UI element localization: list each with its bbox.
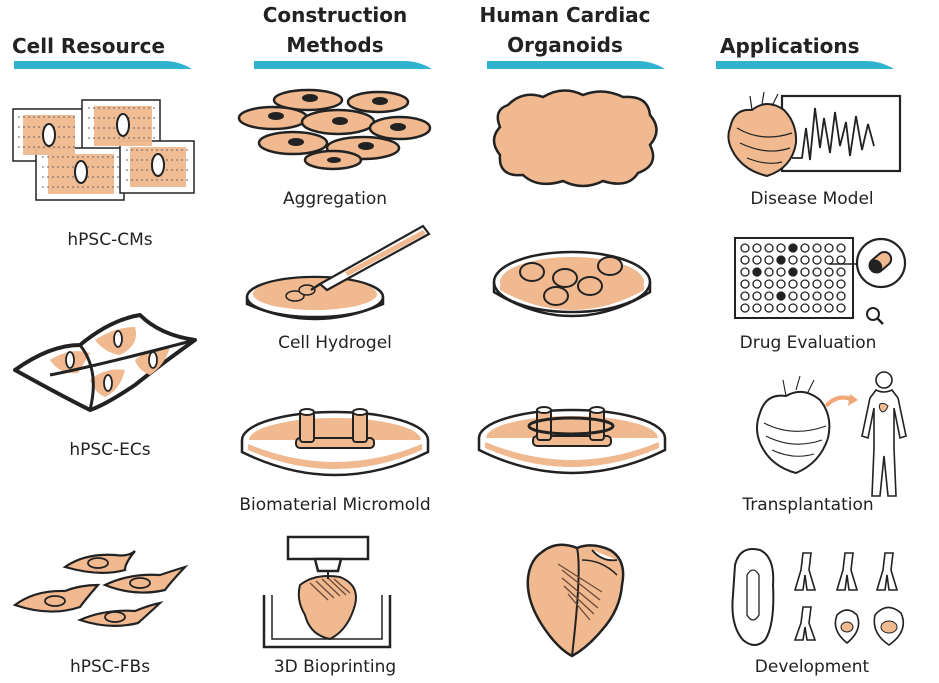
- cell-aggregate-icon: [237, 88, 432, 171]
- well: [752, 243, 762, 253]
- ecg-heart-icon: [727, 91, 902, 178]
- well: [788, 303, 798, 313]
- well: [740, 255, 750, 265]
- well: [812, 243, 822, 253]
- label-aggregation: Aggregation: [282, 189, 388, 209]
- header-organoids-line2: Organoids: [507, 33, 623, 57]
- label-hpsc-ecs: hPSC-ECs: [69, 440, 151, 460]
- well: [824, 243, 834, 253]
- label-disease-model: Disease Model: [750, 189, 874, 209]
- bioprinter-icon: [262, 535, 392, 649]
- well: [752, 255, 762, 265]
- well: [812, 279, 822, 289]
- well: [800, 279, 810, 289]
- well: [812, 267, 822, 277]
- well: [752, 267, 762, 277]
- accent-bar-organoids: [487, 61, 665, 69]
- accent-bar-cell-resource: [14, 61, 192, 69]
- well: [764, 255, 774, 265]
- header-construction-line1: Construction: [262, 3, 408, 27]
- well: [776, 291, 786, 301]
- well: [788, 267, 798, 277]
- label-transplantation: Transplantation: [742, 495, 874, 515]
- well: [836, 243, 846, 253]
- label-biomaterial-micromold: Biomaterial Micromold: [239, 495, 431, 515]
- well: [740, 279, 750, 289]
- label-development: Development: [754, 657, 870, 677]
- well: [788, 291, 798, 301]
- header-organoids-line1: Human Cardiac: [479, 3, 651, 27]
- well: [824, 267, 834, 277]
- heart-organoid-icon: [526, 543, 625, 658]
- well: [740, 291, 750, 301]
- header-human-cardiac-organoids: Human Cardiac Organoids: [465, 0, 665, 60]
- well: [800, 267, 810, 277]
- well: [812, 303, 822, 313]
- label-cell-hydrogel: Cell Hydrogel: [278, 333, 392, 353]
- heart-to-body-icon: [756, 371, 907, 497]
- well: [740, 267, 750, 277]
- organoid-spheroid-icon: [492, 89, 658, 188]
- well: [824, 255, 834, 265]
- well: [836, 279, 846, 289]
- header-applications-text: Applications: [720, 34, 860, 58]
- well: [800, 291, 810, 301]
- well: [776, 255, 786, 265]
- well: [764, 291, 774, 301]
- pipette-dish-icon: [245, 224, 431, 321]
- well: [752, 303, 762, 313]
- header-construction-methods: Construction Methods: [235, 0, 435, 60]
- well: [788, 255, 798, 265]
- well: [812, 291, 822, 301]
- well: [836, 255, 846, 265]
- well: [800, 303, 810, 313]
- well: [788, 243, 798, 253]
- fibroblast-cells-icon: [12, 550, 189, 627]
- well: [764, 243, 774, 253]
- well: [776, 267, 786, 277]
- well: [764, 267, 774, 277]
- well: [800, 243, 810, 253]
- well: [776, 279, 786, 289]
- embryo-stages-icon: [731, 548, 905, 646]
- header-cell-resource-text: Cell Resource: [12, 34, 166, 58]
- micromold-organoid-icon: [477, 406, 667, 475]
- well: [752, 291, 762, 301]
- accent-bar-construction: [254, 61, 432, 69]
- drug-plate-icon: [734, 237, 907, 325]
- hydrogel-organoids-icon: [492, 250, 652, 318]
- label-hpsc-cms: hPSC-CMs: [67, 230, 153, 250]
- endothelial-sheet-icon: [13, 313, 197, 412]
- well: [752, 279, 762, 289]
- well: [788, 279, 798, 289]
- well: [836, 291, 846, 301]
- well: [764, 279, 774, 289]
- label-drug-evaluation: Drug Evaluation: [739, 333, 877, 353]
- well: [836, 303, 846, 313]
- well: [740, 303, 750, 313]
- header-applications: Applications: [720, 31, 900, 61]
- well: [824, 291, 834, 301]
- well: [800, 255, 810, 265]
- well: [740, 243, 750, 253]
- well: [776, 303, 786, 313]
- well: [812, 255, 822, 265]
- label-3d-bioprinting: 3D Bioprinting: [273, 657, 397, 677]
- micromold-dish-icon: [240, 408, 430, 477]
- header-cell-resource: Cell Resource: [12, 31, 192, 61]
- cardiomyocyte-grid-icon: [12, 99, 195, 201]
- well: [824, 279, 834, 289]
- well: [776, 243, 786, 253]
- well: [764, 303, 774, 313]
- well: [824, 303, 834, 313]
- label-hpsc-fbs: hPSC-FBs: [69, 657, 151, 677]
- header-construction-line2: Methods: [286, 33, 384, 57]
- well: [836, 267, 846, 277]
- accent-bar-applications: [716, 61, 894, 69]
